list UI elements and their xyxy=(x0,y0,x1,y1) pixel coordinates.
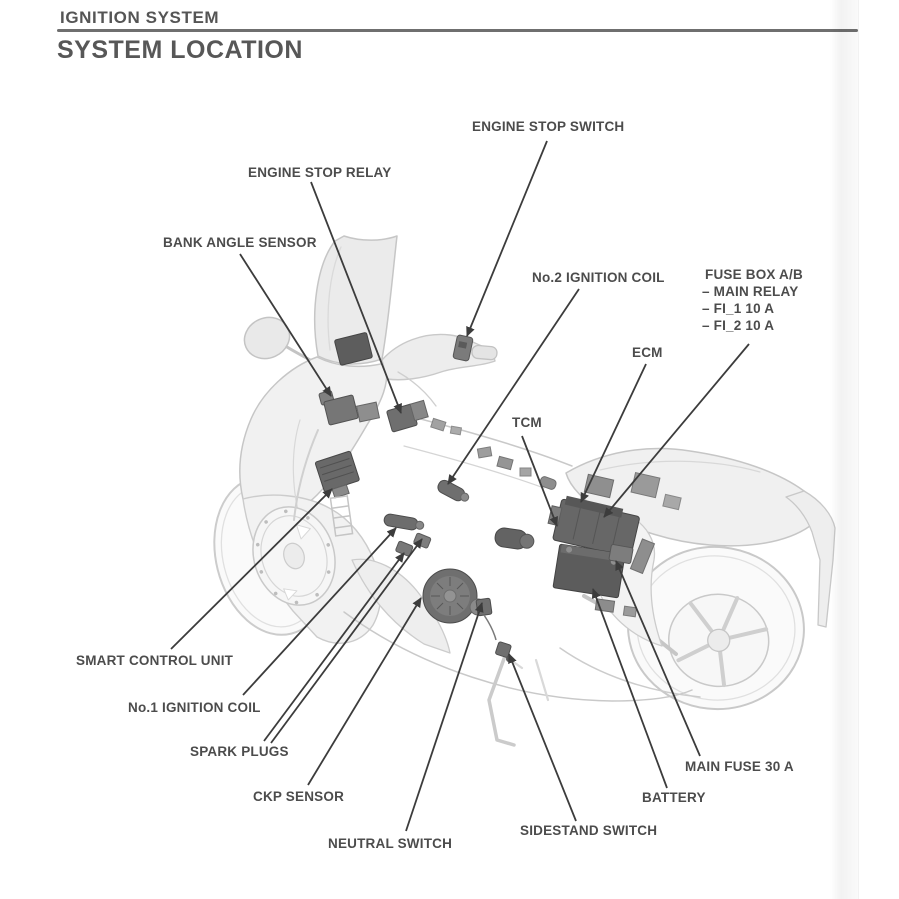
leader-engine-stop-switch xyxy=(466,140,548,337)
smart-control-unit-component xyxy=(314,450,360,499)
leader-engine-stop-relay xyxy=(310,181,402,414)
label-ecm: ECM xyxy=(632,345,663,360)
label-fi2-fuse: – FI_2 10 A xyxy=(702,318,775,333)
label-main-relay: – MAIN RELAY xyxy=(702,284,799,299)
label-no1-ignition-coil: No.1 IGNITION COIL xyxy=(128,700,261,715)
leader-bank-angle-sensor xyxy=(239,253,332,397)
label-main-fuse: MAIN FUSE 30 A xyxy=(685,759,794,774)
leader-no2-ignition-coil xyxy=(447,288,580,485)
header-rule xyxy=(57,29,858,32)
leader-ckp-sensor xyxy=(307,597,422,786)
label-fi1-fuse: – FI_1 10 A xyxy=(702,301,775,316)
leader-spark-plug-b xyxy=(270,538,423,744)
main-fuse-component xyxy=(608,544,634,564)
ckp-sensor-component xyxy=(422,568,487,624)
sidestand xyxy=(487,654,516,747)
components xyxy=(314,332,682,662)
leader-spark-plug-a xyxy=(263,552,405,742)
label-tcm: TCM xyxy=(512,415,542,430)
windscreen xyxy=(314,235,398,365)
label-engine-stop-switch: ENGINE STOP SWITCH xyxy=(472,119,625,134)
label-engine-stop-relay: ENGINE STOP RELAY xyxy=(248,165,392,180)
label-ckp-sensor: CKP SENSOR xyxy=(253,789,345,804)
label-neutral-switch: NEUTRAL SWITCH xyxy=(328,836,453,851)
leader-no1-ignition-coil xyxy=(242,527,397,696)
ghost-bike xyxy=(213,235,836,747)
leader-sidestand-switch xyxy=(508,653,577,822)
neutral-switch-component xyxy=(475,597,497,641)
leader-lines xyxy=(170,140,750,832)
leader-neutral-switch xyxy=(405,602,484,832)
engine-stop-switch-component xyxy=(452,334,474,362)
page-header: IGNITION SYSTEM xyxy=(60,8,220,27)
handlebar-grip xyxy=(471,344,498,361)
page-title: SYSTEM LOCATION xyxy=(57,36,303,64)
leader-tcm xyxy=(521,435,558,527)
label-battery: BATTERY xyxy=(642,790,706,805)
instrument-cluster xyxy=(334,332,373,366)
leader-smart-control-unit xyxy=(170,488,333,650)
label-bank-angle-sensor: BANK ANGLE SENSOR xyxy=(163,235,317,250)
no2-ignition-coil-component xyxy=(437,479,470,502)
mirror xyxy=(243,316,291,360)
label-fuse-box: FUSE BOX A/B xyxy=(705,267,803,282)
leader-ecm xyxy=(580,363,647,503)
leader-main-fuse xyxy=(615,560,701,757)
no1-ignition-coil-component xyxy=(383,513,425,531)
rear-wheel xyxy=(627,545,805,711)
starter-motor xyxy=(494,527,535,550)
label-spark-plugs: SPARK PLUGS xyxy=(190,744,289,759)
leader-battery xyxy=(591,588,668,789)
label-sidestand-switch: SIDESTAND SWITCH xyxy=(520,823,658,838)
leader-fuse-box xyxy=(603,343,750,518)
label-no2-ignition-coil: No.2 IGNITION COIL xyxy=(532,270,665,285)
scan-edge-band xyxy=(830,0,859,899)
front-brake-disc xyxy=(252,506,336,606)
label-smart-control-unit: SMART CONTROL UNIT xyxy=(76,653,234,668)
